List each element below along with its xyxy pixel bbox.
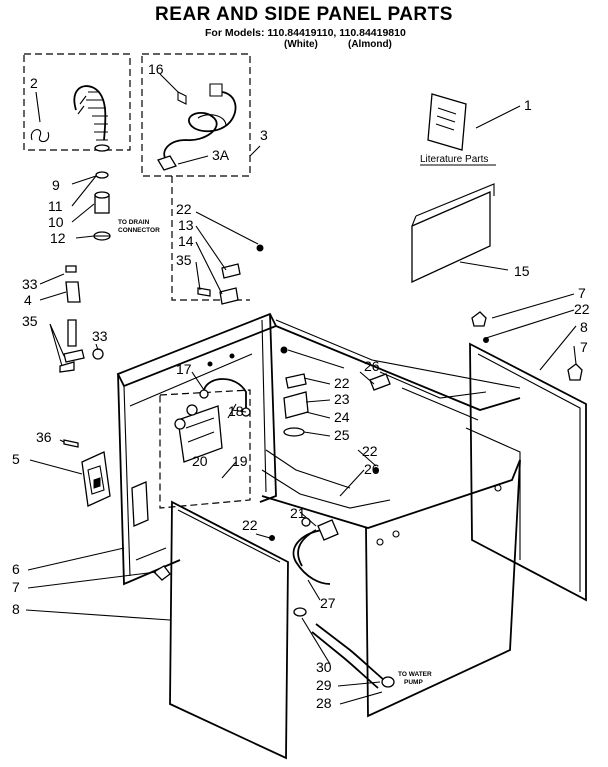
callout-15: 15	[514, 263, 530, 279]
hose-clip-part	[30, 129, 50, 143]
callout-22-d: 22	[362, 443, 378, 459]
page-title: REAR AND SIDE PANEL PARTS	[155, 4, 453, 25]
screw-part	[483, 337, 489, 343]
screw-part	[373, 467, 379, 473]
callout-17: 17	[176, 361, 192, 377]
callout-11: 11	[48, 198, 63, 214]
outlet-bracket-part	[81, 451, 111, 507]
callout-7-c: 7	[12, 579, 20, 595]
literature-part	[420, 93, 496, 166]
callout-28: 28	[316, 695, 332, 711]
callout-3a: 3A	[212, 147, 230, 163]
callout-33-b: 33	[92, 328, 108, 344]
callout-9: 9	[52, 177, 60, 193]
callout-20: 20	[192, 453, 208, 469]
ring-part	[95, 171, 109, 179]
drain-note-line2: CONNECTOR	[118, 227, 160, 234]
drain-adapter-part	[94, 191, 110, 214]
water-valve-kit-box	[159, 389, 251, 509]
panel-insert-part	[411, 183, 495, 284]
callout-1: 1	[524, 97, 532, 113]
callout-18: 18	[228, 403, 244, 419]
callout-26-b: 26	[364, 461, 380, 477]
foot-part	[471, 311, 487, 327]
power-cord-part	[157, 83, 237, 171]
water-valve-part	[174, 378, 251, 463]
callout-16: 16	[148, 61, 164, 77]
screw-part	[269, 535, 275, 541]
model-numbers: For Models: 110.84419110, 110.84419810	[205, 27, 406, 39]
pump-note-line1: TO WATER	[398, 671, 432, 678]
variant-almond-label: (Almond)	[348, 39, 392, 50]
callout-36: 36	[36, 429, 52, 445]
side-panel-left	[169, 500, 289, 760]
fill-hose-part	[292, 517, 339, 585]
pump-hose-part	[293, 607, 395, 689]
callout-22-a: 22	[176, 201, 192, 217]
callout-10: 10	[48, 214, 64, 230]
callout-5: 5	[12, 451, 20, 467]
callout-30: 30	[316, 659, 332, 675]
callout-14: 14	[178, 233, 194, 249]
hose-fitting-part	[59, 265, 104, 373]
callout-25: 25	[334, 427, 350, 443]
callout-22-c: 22	[334, 375, 350, 391]
side-panel-right	[469, 342, 587, 602]
callout-24: 24	[334, 409, 350, 425]
callout-22-b: 22	[574, 301, 590, 317]
bracket-part	[197, 244, 264, 305]
drain-hose-kit-box	[23, 53, 131, 151]
power-cord-kit-box	[141, 53, 251, 177]
pump-note-line2: PUMP	[404, 679, 423, 686]
screw-part	[63, 439, 79, 448]
callout-29: 29	[316, 677, 332, 693]
variant-white-label: (White)	[284, 39, 318, 50]
dispenser-parts	[280, 346, 309, 437]
callout-13: 13	[178, 217, 194, 233]
callout-26-a: 26	[364, 358, 380, 374]
callout-8-b: 8	[12, 601, 20, 617]
cabinet-front-panel	[365, 459, 521, 718]
literature-label: Literature Parts	[420, 154, 488, 165]
callout-21: 21	[290, 505, 306, 521]
callout-6: 6	[12, 561, 20, 577]
foot-part	[567, 363, 583, 381]
callout-8-a: 8	[580, 319, 588, 335]
callout-33-a: 33	[22, 276, 38, 292]
callout-12: 12	[50, 230, 66, 246]
drain-hose-part	[73, 85, 110, 152]
leader-lines	[25, 73, 577, 705]
callout-7-b: 7	[580, 339, 588, 355]
callout-23: 23	[334, 391, 350, 407]
callout-27: 27	[320, 595, 336, 611]
clamp-part	[93, 231, 111, 241]
callout-35-b: 35	[22, 313, 38, 329]
callout-22-e: 22	[242, 517, 258, 533]
callout-19: 19	[232, 453, 248, 469]
foot-part	[152, 565, 171, 581]
callout-numbers: 2 16 3 3A 1 9 11 10 12 22 13 14 35 15 33…	[12, 61, 590, 711]
callout-35-a: 35	[176, 252, 192, 268]
callout-7-a: 7	[578, 285, 586, 301]
callout-3: 3	[260, 127, 268, 143]
drain-note-line1: TO DRAIN	[118, 219, 150, 226]
callout-2: 2	[30, 75, 38, 91]
callout-4: 4	[24, 292, 32, 308]
